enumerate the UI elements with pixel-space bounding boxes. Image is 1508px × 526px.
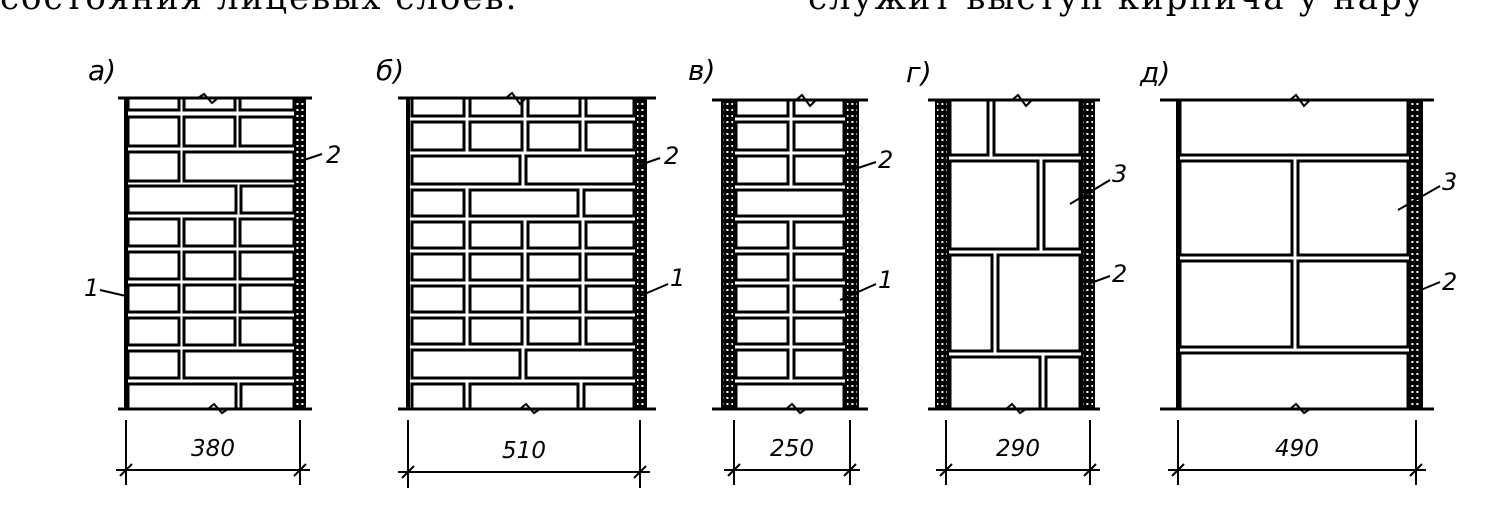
panel-d-break-bottom	[1289, 402, 1311, 415]
panel-b: б) 2 1	[376, 54, 685, 488]
panel-v-dimension-value: 250	[770, 436, 814, 462]
panel-d-callout-3: 3	[1442, 168, 1457, 196]
panel-v: в) 2 1	[688, 54, 893, 485]
panel-v-plaster-left	[721, 99, 735, 410]
panel-g-masonry	[948, 98, 1082, 411]
panel-a-leader-2	[297, 153, 323, 163]
panel-g-break-top	[1011, 93, 1033, 108]
panel-d-callout-2: 2	[1442, 268, 1457, 296]
header-left-text: состояния лицевых слоев.	[0, 0, 518, 18]
panel-a-label: а)	[88, 54, 116, 87]
panel-d: д) 3 2 490	[1139, 56, 1457, 485]
panel-g-dimension-line	[936, 420, 1100, 485]
panel-g-break-bottom	[1005, 402, 1027, 415]
panel-d-masonry	[1178, 98, 1410, 411]
panel-a-break-top	[197, 92, 219, 105]
panel-g-leader-3	[1069, 179, 1111, 205]
panel-b-label: б)	[376, 54, 404, 87]
panel-v-leader-2	[851, 161, 877, 171]
panel-a-callout-2: 2	[326, 141, 341, 169]
panel-a-masonry	[126, 96, 296, 411]
panel-v-break-bottom	[785, 402, 807, 415]
panel-v-masonry	[734, 98, 846, 411]
panel-a-dimension-value: 380	[191, 436, 235, 462]
panel-v-callout-2: 2	[878, 146, 893, 174]
panel-b-break-top	[505, 91, 527, 106]
panel-b-plaster-layer	[635, 97, 647, 410]
panel-a-break-bottom	[207, 402, 229, 415]
panel-a: а) 1 2	[84, 54, 341, 485]
panel-g-leader-2	[1087, 275, 1111, 285]
panel-v-label: в)	[688, 54, 715, 87]
panel-a-leader-1	[99, 289, 127, 297]
panel-a-callout-1: 1	[84, 274, 99, 302]
panel-d-dimension-value: 490	[1275, 436, 1319, 462]
panel-g: г) 3 2 290	[906, 56, 1127, 485]
panel-d-leader-2	[1415, 281, 1441, 293]
panel-g-callout-2: 2	[1112, 260, 1127, 288]
panel-d-dimension-line	[1168, 420, 1426, 485]
panel-b-leader-1	[639, 283, 669, 297]
panel-v-plaster-right	[845, 99, 859, 410]
panel-a-dimension-line	[116, 420, 310, 485]
panel-b-break-bottom	[519, 402, 541, 415]
panel-g-label: г)	[906, 56, 932, 89]
panel-b-masonry	[410, 96, 636, 411]
panel-d-leader-3	[1397, 185, 1441, 211]
panel-b-callout-1: 1	[670, 264, 685, 292]
panel-d-break-top	[1289, 93, 1311, 108]
panel-d-plaster-layer	[1409, 99, 1423, 410]
panel-v-dimension-line	[724, 420, 860, 485]
panel-g-plaster-left	[935, 99, 949, 410]
panel-b-callout-2: 2	[664, 142, 679, 170]
panel-b-dimension-value: 510	[502, 438, 546, 464]
panel-v-break-top	[795, 93, 817, 108]
panel-d-label: д)	[1139, 56, 1170, 89]
panel-b-leader-2	[639, 157, 661, 166]
panel-g-dimension-value: 290	[996, 436, 1040, 462]
panel-g-callout-3: 3	[1112, 160, 1127, 188]
panel-g-plaster-right	[1081, 99, 1095, 410]
panel-b-dimension-line	[398, 420, 650, 488]
panel-v-leader-1	[839, 283, 877, 301]
panel-v-callout-1: 1	[878, 266, 893, 294]
panel-a-plaster-layer	[294, 97, 306, 410]
header-right-text: служит выступ кирпича у нару	[808, 0, 1426, 18]
